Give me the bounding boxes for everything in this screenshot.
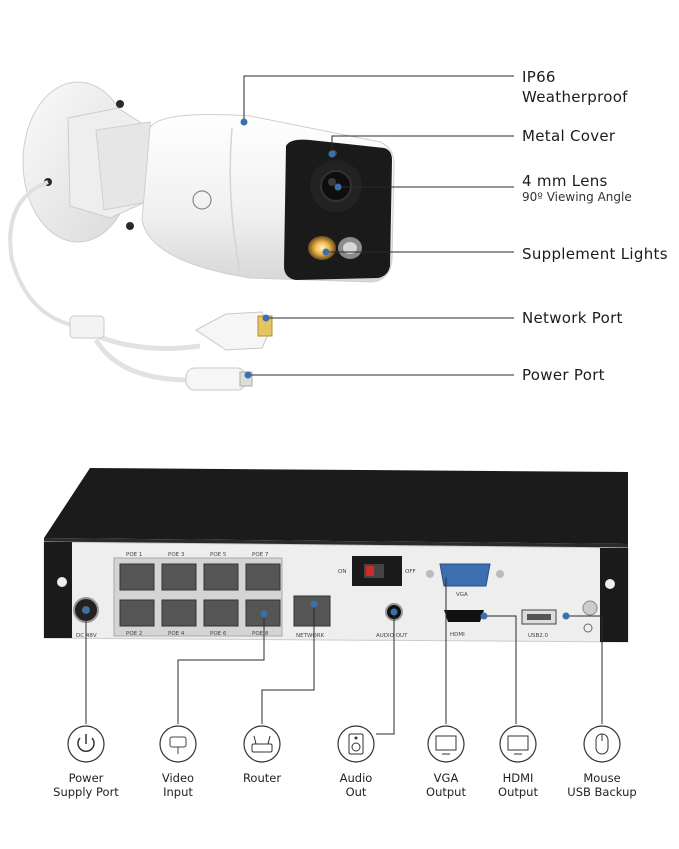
speaker-icon (337, 725, 375, 763)
label-weatherproof: Weatherproof (522, 88, 628, 106)
poe-4-text: POE 4 (168, 631, 185, 637)
vga-text: VGA (456, 592, 468, 598)
off-text: OFF (405, 569, 416, 575)
hdmi-text: HDMI (450, 632, 465, 638)
usb-text: USB2.0 (528, 633, 549, 639)
poe-2-text: POE 2 (126, 631, 142, 637)
audio-text: AUDIO OUT (376, 633, 408, 639)
label-supplement-lights: Supplement Lights (522, 245, 668, 263)
on-text: ON (338, 569, 346, 575)
poe-6-text: POE 6 (210, 631, 227, 637)
label-metal-cover: Metal Cover (522, 127, 616, 145)
poe-3-text: POE 3 (168, 552, 185, 558)
poe-5-text: POE 5 (210, 552, 227, 558)
camera-icon (159, 725, 197, 763)
monitor-icon (427, 725, 465, 763)
label-lens: 4 mm Lens (522, 172, 608, 190)
poe-7-text: POE 7 (252, 552, 269, 558)
poe-1-text: POE 1 (126, 552, 142, 558)
label-viewing-angle: 90º Viewing Angle (522, 190, 632, 204)
power-icon (67, 725, 105, 763)
poe-8-text: POE 8 (252, 631, 269, 637)
label-power-port: Power Port (522, 366, 605, 384)
monitor-icon (499, 725, 537, 763)
mouse-icon (583, 725, 621, 763)
label-ip66: IP66 (522, 68, 556, 86)
router-icon (243, 725, 281, 763)
network-text: NETWORK (296, 633, 325, 639)
camera-illustration (8, 75, 514, 391)
label-network-port: Network Port (522, 309, 623, 327)
caption-router: Router (242, 771, 282, 785)
